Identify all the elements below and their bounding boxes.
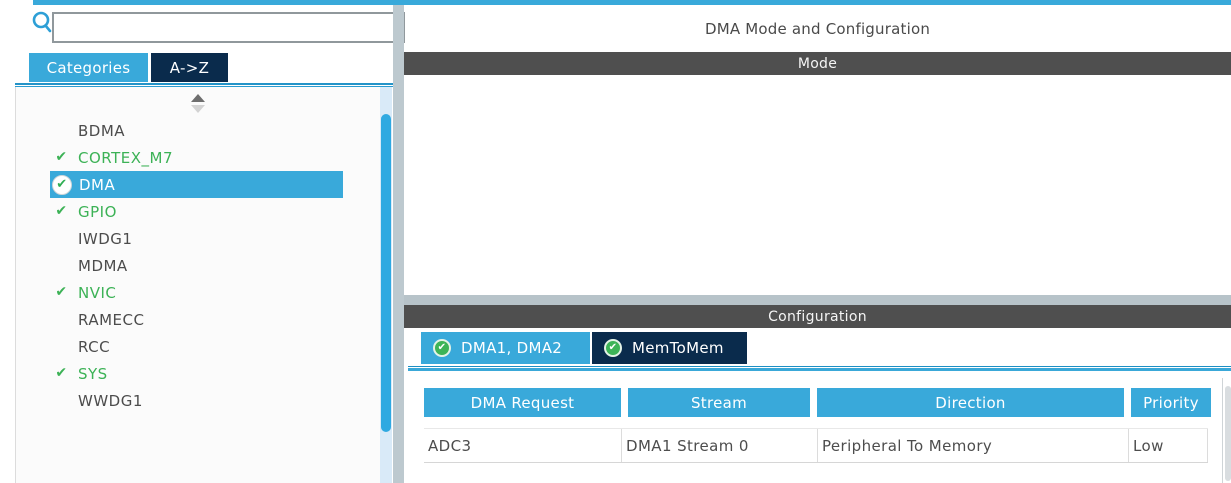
empty-icon-slot xyxy=(52,121,71,140)
check-icon: ✔ xyxy=(55,149,68,165)
peripheral-item-mdma[interactable]: MDMA xyxy=(15,252,380,279)
peripheral-label: DMA xyxy=(79,175,116,194)
config-tabs-underline xyxy=(408,366,1231,371)
right-scrollbar-thumb[interactable] xyxy=(1225,386,1231,481)
peripheral-item-sys[interactable]: ✔ SYS xyxy=(15,360,380,387)
peripheral-label: NVIC xyxy=(78,283,117,302)
column-header-dma-request[interactable]: DMA Request xyxy=(424,388,621,417)
column-header-stream[interactable]: Stream xyxy=(628,388,810,417)
peripheral-item-wwdg1[interactable]: WWDG1 xyxy=(15,387,380,414)
peripheral-label: GPIO xyxy=(78,202,117,221)
configuration-section-header: Configuration xyxy=(404,305,1231,328)
peripheral-label: SYS xyxy=(78,364,108,383)
check-icon: ✔ xyxy=(55,203,68,219)
search-icon xyxy=(31,10,53,34)
sort-icon[interactable] xyxy=(186,94,210,114)
check-icon: ✔ xyxy=(55,365,68,381)
top-accent-bar xyxy=(33,0,1231,5)
cell-priority: Low xyxy=(1128,429,1208,462)
empty-icon-slot xyxy=(52,256,71,275)
column-header-priority[interactable]: Priority xyxy=(1131,388,1211,417)
empty-icon-slot xyxy=(52,310,71,329)
page-title: DMA Mode and Configuration xyxy=(704,19,931,38)
check-circle-icon: ✔ xyxy=(433,339,451,357)
peripheral-item-rcc[interactable]: RCC xyxy=(15,333,380,360)
tab-label: DMA1, DMA2 xyxy=(461,339,563,357)
table-row[interactable]: ADC3 DMA1 Stream 0 Peripheral To Memory … xyxy=(424,428,1208,463)
right-scrollbar-track[interactable] xyxy=(1222,378,1223,483)
cell-direction: Peripheral To Memory xyxy=(817,429,1128,462)
peripheral-item-ramecc[interactable]: RAMECC xyxy=(15,306,380,333)
peripheral-item-bdma[interactable]: BDMA xyxy=(15,117,380,144)
left-scrollbar-thumb[interactable] xyxy=(381,114,391,432)
mode-section-header: Mode xyxy=(404,52,1231,75)
tab-memtomem[interactable]: ✔ MemToMem xyxy=(592,332,747,364)
panel-splitter[interactable] xyxy=(393,5,404,483)
cell-dma-request: ADC3 xyxy=(428,436,472,455)
sort-down-triangle xyxy=(191,105,205,113)
peripheral-label: RCC xyxy=(78,337,111,356)
tab-dma1-dma2[interactable]: ✔ DMA1, DMA2 xyxy=(421,332,590,364)
section-divider xyxy=(404,295,1231,305)
peripheral-listbox xyxy=(15,87,380,483)
tab-a-to-z[interactable]: A->Z xyxy=(151,53,228,82)
empty-icon-slot xyxy=(52,229,71,248)
cell-stream: DMA1 Stream 0 xyxy=(621,429,817,462)
peripheral-label: BDMA xyxy=(78,121,126,140)
peripheral-item-dma[interactable]: ✔ DMA xyxy=(50,171,343,198)
tab-categories[interactable]: Categories xyxy=(29,53,148,82)
check-circle-icon: ✔ xyxy=(604,339,622,357)
peripheral-item-cortex_m7[interactable]: ✔ CORTEX_M7 xyxy=(15,144,380,171)
sort-up-triangle xyxy=(191,94,205,102)
tab-label: MemToMem xyxy=(632,339,724,357)
peripheral-label: RAMECC xyxy=(78,310,145,329)
check-icon: ✔ xyxy=(55,284,68,300)
empty-icon-slot xyxy=(52,391,71,410)
peripheral-label: WWDG1 xyxy=(78,391,143,410)
peripheral-label: IWDG1 xyxy=(78,229,133,248)
peripheral-item-nvic[interactable]: ✔ NVIC xyxy=(15,279,380,306)
peripheral-item-gpio[interactable]: ✔ GPIO xyxy=(15,198,380,225)
check-circle-icon: ✔ xyxy=(52,174,72,195)
column-header-direction[interactable]: Direction xyxy=(817,388,1124,417)
peripheral-item-iwdg1[interactable]: IWDG1 xyxy=(15,225,380,252)
peripheral-label: MDMA xyxy=(78,256,128,275)
peripheral-label: CORTEX_M7 xyxy=(78,148,174,167)
search-input[interactable] xyxy=(52,12,405,43)
left-tabs-underline xyxy=(15,83,393,87)
empty-icon-slot xyxy=(52,337,71,356)
